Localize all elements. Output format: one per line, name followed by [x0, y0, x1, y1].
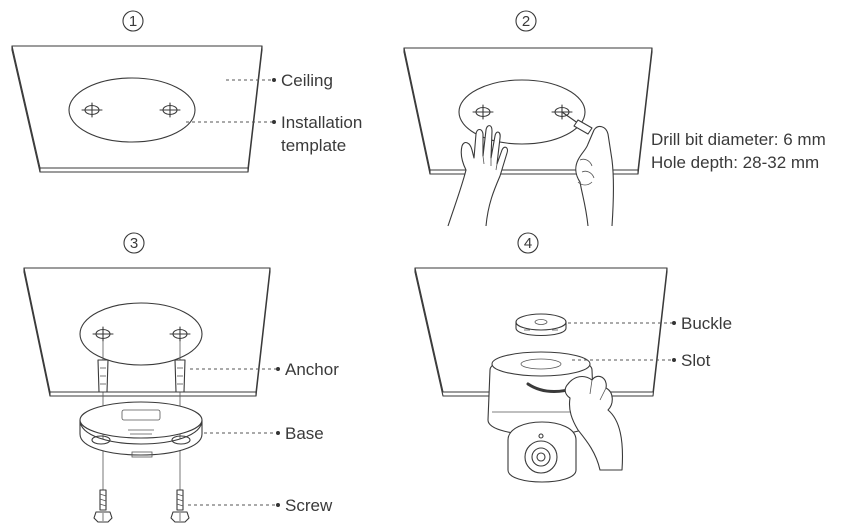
step-4: 4 [414, 232, 732, 483]
buckle-label: Buckle [681, 314, 732, 333]
step-3-number: 3 [130, 235, 138, 252]
step-1-mark-left [81, 102, 103, 118]
screw-left [93, 489, 113, 523]
step-1-installation-template [68, 77, 196, 143]
step-1-template-callout: Installation template [186, 113, 362, 155]
step-3-mark-left [92, 326, 114, 342]
hole-depth-text: Hole depth: 28-32 mm [651, 153, 819, 172]
camera-lens [524, 440, 558, 474]
step-4-number: 4 [524, 235, 532, 252]
ceiling-label: Ceiling [281, 71, 333, 90]
slot-callout: Slot [572, 351, 711, 370]
step-3-installation-template [79, 302, 203, 366]
step-4-hand [564, 375, 623, 471]
step-2-drill-hand [561, 111, 615, 227]
step-2-mark-left [472, 104, 494, 120]
step-1: 1 Ceiling [11, 10, 362, 173]
step-3-base [79, 401, 203, 458]
step-2-left-hand [447, 125, 508, 227]
step-2-number-badge: 2 [515, 10, 537, 32]
base-label: Base [285, 424, 324, 443]
screw-right [170, 489, 190, 523]
screw-label: Screw [285, 496, 333, 515]
step-3: 3 [23, 232, 339, 523]
anchor-label: Anchor [285, 360, 339, 379]
step-3-number-badge: 3 [123, 232, 145, 254]
step-1-ceiling-callout: Ceiling [226, 71, 333, 90]
step-4-number-badge: 4 [517, 232, 539, 254]
step-2-drill-spec: Drill bit diameter: 6 mm Hole depth: 28-… [651, 130, 826, 172]
anchor-right [174, 359, 186, 393]
anchor-left [97, 359, 109, 393]
drill-bit-diameter-text: Drill bit diameter: 6 mm [651, 130, 826, 149]
base-callout: Base [204, 424, 324, 443]
step-4-buckle [515, 313, 567, 336]
step-1-number: 1 [129, 13, 137, 30]
anchor-callout: Anchor [190, 360, 339, 379]
step-2: 2 [403, 10, 826, 227]
step-1-mark-right [159, 102, 181, 118]
slot-label: Slot [681, 351, 711, 370]
screw-callout: Screw [188, 496, 333, 515]
step-3-mark-right [169, 326, 191, 342]
installation-template-label-line1: Installation [281, 113, 362, 132]
step-2-number: 2 [522, 13, 530, 30]
buckle-callout: Buckle [568, 314, 732, 333]
drill-icon [561, 111, 593, 135]
step-4-camera [487, 351, 595, 483]
step-1-number-badge: 1 [122, 10, 144, 32]
installation-template-label-line2: template [281, 136, 346, 155]
